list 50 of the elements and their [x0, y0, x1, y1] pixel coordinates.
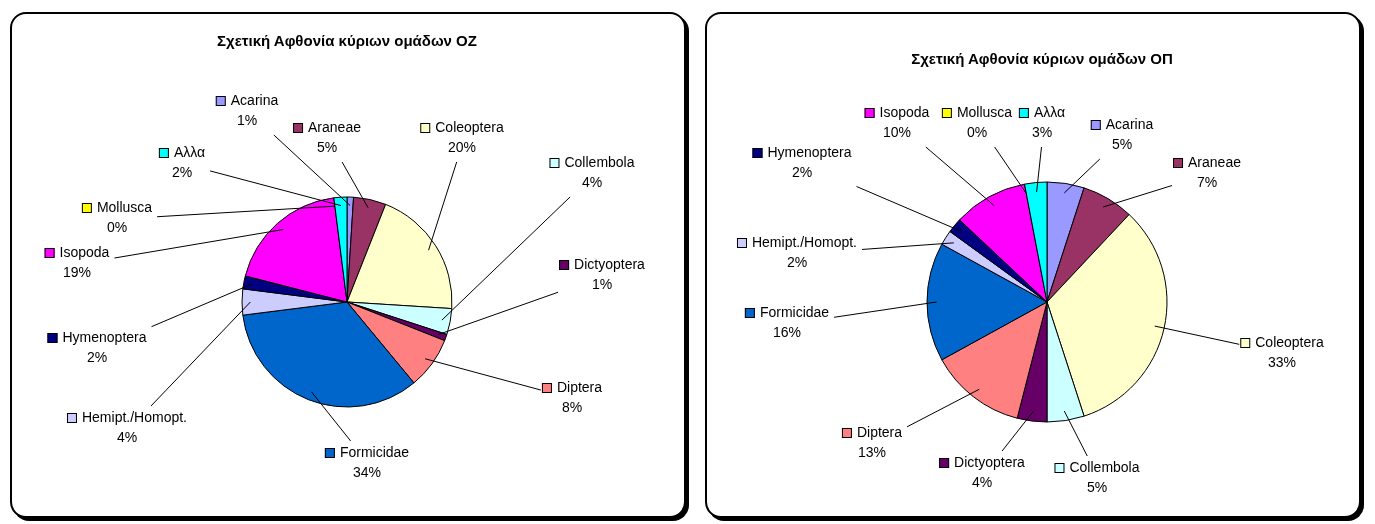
category-label: Acarina	[230, 92, 279, 108]
percent-label: 2%	[791, 164, 813, 180]
category-label: Hemipt./Homopt.	[82, 409, 187, 425]
category-label: Formicidae	[339, 444, 410, 460]
percent-label: 5%	[316, 139, 338, 155]
percent-label: 16%	[773, 324, 801, 340]
percent-label: 1%	[236, 112, 258, 128]
category-label: Collembola	[564, 154, 635, 170]
category-label: Isopoda	[59, 244, 110, 260]
category-label: Isopoda	[879, 104, 930, 120]
category-label: Acarina	[1105, 116, 1154, 132]
percent-label: 10%	[883, 124, 911, 140]
category-label: Mollusca	[956, 104, 1013, 120]
percent-label: 4%	[581, 174, 603, 190]
percent-label: 34%	[353, 464, 381, 480]
percent-label: 1%	[591, 276, 613, 292]
category-label: Dictyoptera	[954, 454, 1025, 470]
category-label: Diptera	[556, 379, 603, 395]
category-label: Diptera	[856, 424, 903, 440]
percent-label: 20%	[448, 139, 476, 155]
percent-label: 7%	[1196, 174, 1218, 190]
percent-label: 8%	[561, 399, 583, 415]
category-label: Dictyoptera	[574, 256, 645, 272]
percent-label: 13%	[858, 444, 886, 460]
category-label: Araneae	[1188, 154, 1241, 170]
percent-label: 2%	[86, 349, 108, 365]
category-label: Araneae	[308, 119, 361, 135]
category-label: Coleoptera	[435, 119, 504, 135]
chart-title: Σχετική Αφθονία κύριων ομάδων ΟΖ	[217, 32, 477, 49]
category-label: Mollusca	[96, 199, 153, 215]
category-label: Hymenoptera	[62, 329, 147, 345]
category-label: Αλλα	[173, 144, 206, 160]
category-label: Collembola	[1069, 459, 1140, 475]
category-label: Hymenoptera	[767, 144, 852, 160]
percent-label: 2%	[171, 164, 193, 180]
percent-label: 0%	[106, 219, 128, 235]
percent-label: 33%	[1268, 354, 1296, 370]
percent-label: 4%	[116, 429, 138, 445]
category-label: Coleoptera	[1255, 334, 1324, 350]
chart-title: Σχετική Αφθονία κύριων ομάδων ΟΠ	[911, 50, 1173, 67]
percent-label: 19%	[63, 264, 91, 280]
percent-label: 5%	[1111, 136, 1133, 152]
percent-label: 0%	[966, 124, 988, 140]
percent-label: 3%	[1031, 124, 1053, 140]
percent-label: 5%	[1086, 479, 1108, 495]
category-label: Hemipt./Homopt.	[752, 234, 857, 250]
category-label: Αλλα	[1033, 104, 1066, 120]
percent-label: 4%	[971, 474, 993, 490]
category-label: Formicidae	[759, 304, 830, 320]
percent-label: 2%	[786, 254, 808, 270]
